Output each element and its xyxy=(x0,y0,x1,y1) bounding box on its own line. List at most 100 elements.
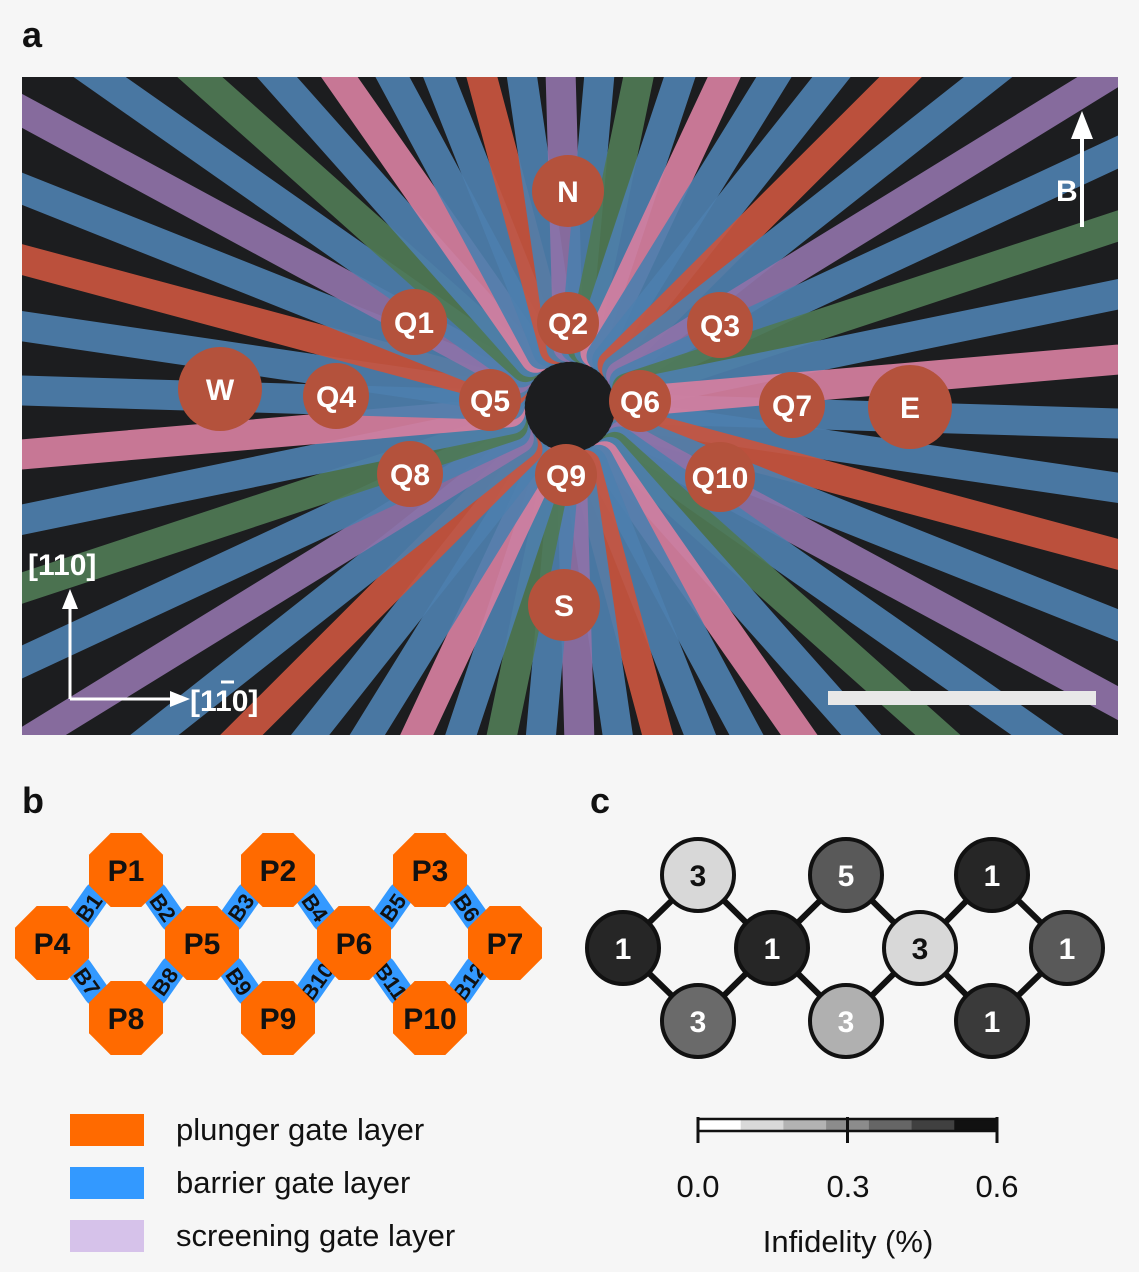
colorbar-step xyxy=(783,1119,827,1131)
svg-text:1: 1 xyxy=(764,933,781,966)
legend-item-screening: screening gate layer xyxy=(70,1209,455,1262)
reservoir-gate xyxy=(868,365,952,449)
plunger-gate xyxy=(377,441,443,507)
gate-line xyxy=(130,429,538,735)
plunger-label: P6 xyxy=(336,928,373,961)
gate-line xyxy=(177,77,541,383)
legend-label: screening gate layer xyxy=(176,1217,456,1253)
plunger-gate xyxy=(535,444,597,506)
gate-line xyxy=(599,431,961,735)
svg-text:1: 1 xyxy=(1059,933,1076,966)
gate-line xyxy=(589,441,818,735)
plunger-gate xyxy=(89,981,163,1055)
graph-node: 1 xyxy=(1029,910,1105,986)
gate-line xyxy=(597,77,922,380)
reservoir-gate xyxy=(178,347,262,431)
plunger-label: P9 xyxy=(260,1003,297,1036)
gate-line xyxy=(586,77,792,371)
legend-label: plunger gate layer xyxy=(176,1111,425,1147)
field-label: B xyxy=(1056,175,1078,208)
gate-line xyxy=(583,444,764,735)
gate-line xyxy=(567,77,654,364)
graph-node: 1 xyxy=(954,983,1030,1059)
gate-line xyxy=(400,446,560,735)
plunger-gate xyxy=(165,906,239,980)
gate-line xyxy=(466,77,570,364)
gate-line xyxy=(349,443,554,735)
gate-line xyxy=(592,77,851,375)
qubit-label: Q8 xyxy=(390,459,430,492)
qubit-label: Q3 xyxy=(700,310,740,343)
colorbar-label: Infidelity (%) xyxy=(763,1224,934,1259)
crystal-axes xyxy=(62,589,190,707)
gate-legend: plunger gate layer barrier gate layer sc… xyxy=(70,1103,455,1262)
gate-line xyxy=(445,448,567,735)
svg-text:5: 5 xyxy=(838,860,855,893)
plunger-label: P3 xyxy=(412,855,449,888)
plunger-gate xyxy=(317,906,391,980)
panel-a-letter: a xyxy=(22,14,43,55)
graph-node: 1 xyxy=(954,837,1030,913)
svg-text:1: 1 xyxy=(984,860,1001,893)
gate-line xyxy=(570,450,674,735)
gate-line xyxy=(607,420,1118,721)
reservoir-label: N xyxy=(557,176,579,209)
svg-text:3: 3 xyxy=(912,933,929,966)
panel-c-letter: c xyxy=(590,780,611,821)
colorbar-step xyxy=(868,1119,913,1131)
gate-line xyxy=(321,77,551,373)
colorbar-step xyxy=(698,1119,742,1131)
plunger-gate xyxy=(393,833,467,907)
plunger-label: P10 xyxy=(403,1003,456,1036)
reservoir-gate xyxy=(532,155,604,227)
plunger-label: P4 xyxy=(34,928,71,961)
qubit-label: Q9 xyxy=(546,460,586,493)
gate-line xyxy=(594,436,882,735)
plunger-label: P8 xyxy=(108,1003,145,1036)
colorbar-tick-label: 0.0 xyxy=(676,1169,719,1204)
gate-line xyxy=(612,407,1118,570)
graph-node: 5 xyxy=(808,837,884,913)
panel-b-letter: b xyxy=(22,780,44,821)
plunger-gate xyxy=(459,369,521,431)
legend-item-barrier: barrier gate layer xyxy=(70,1156,455,1209)
graph-node: 3 xyxy=(660,983,736,1059)
qubit-label: Q1 xyxy=(394,307,434,340)
gate-line xyxy=(375,77,557,370)
reservoir-gate xyxy=(528,569,600,641)
reservoir-label: E xyxy=(900,392,920,425)
svg-text:1: 1 xyxy=(615,933,632,966)
gate-line xyxy=(604,426,1064,735)
colorbar-step xyxy=(740,1119,784,1131)
plunger-label: P5 xyxy=(184,928,221,961)
reservoir-label: W xyxy=(206,374,235,407)
gate-line xyxy=(614,400,1118,503)
graph-node: 3 xyxy=(882,910,958,986)
field-arrow xyxy=(1071,111,1093,227)
svg-text:3: 3 xyxy=(838,1006,855,1039)
graph-node: 1 xyxy=(585,910,661,986)
gate-line xyxy=(290,439,548,735)
graph-node: 1 xyxy=(734,910,810,986)
gate-line xyxy=(577,447,717,735)
colorbar-step xyxy=(954,1119,998,1131)
qubit-label: Q7 xyxy=(772,390,812,423)
colorbar-step xyxy=(911,1119,955,1131)
gate-line xyxy=(22,375,525,421)
qubit-label: Q5 xyxy=(470,385,510,418)
graph-node: 3 xyxy=(808,983,884,1059)
plunger-gate xyxy=(241,981,315,1055)
gate-line xyxy=(22,244,528,407)
svg-text:1: 1 xyxy=(984,1006,1001,1039)
colorbar-tick-label: 0.3 xyxy=(826,1169,869,1204)
gate-line xyxy=(423,77,563,367)
svg-text:3: 3 xyxy=(690,1006,707,1039)
legend-item-plunger: plunger gate layer xyxy=(70,1103,455,1156)
graph-node: 3 xyxy=(660,837,736,913)
gate-line xyxy=(256,77,546,378)
gate-line xyxy=(602,77,1013,385)
legend-swatch-screening xyxy=(70,1219,144,1252)
